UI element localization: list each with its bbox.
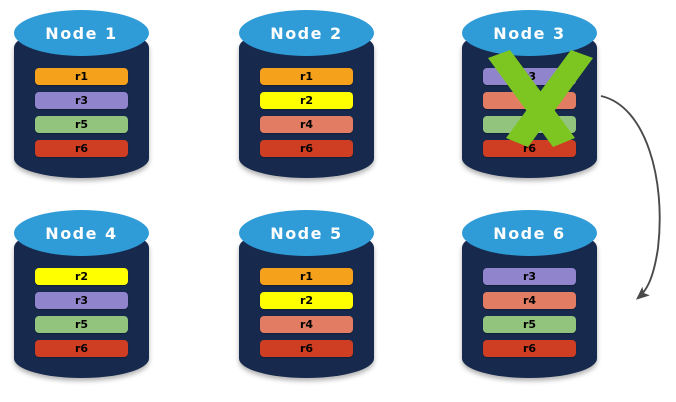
record-row: r1 [35, 68, 128, 85]
cylinder-top [239, 10, 374, 56]
record-row: r6 [483, 140, 576, 157]
cylinder-top [462, 10, 597, 56]
record-row: r1 [260, 68, 353, 85]
node-1-records: r1 r3 r5 r6 [35, 68, 128, 164]
record-row: r6 [35, 340, 128, 357]
node-2-records: r1 r2 r4 r6 [260, 68, 353, 164]
node-1[interactable]: Node 1 r1 r3 r5 r6 [14, 10, 149, 182]
record-row: r3 [483, 68, 576, 85]
node-4[interactable]: Node 4 r2 r3 r5 r6 [14, 210, 149, 382]
record-row: r4 [483, 292, 576, 309]
node-1-label: Node 1 [45, 23, 118, 43]
record-row: r5 [483, 316, 576, 333]
record-row: r6 [260, 340, 353, 357]
record-row: r3 [35, 92, 128, 109]
record-row: r2 [260, 292, 353, 309]
record-row: r2 [260, 92, 353, 109]
failover-arrow-path [600, 95, 661, 300]
node-3[interactable]: Node 3 r3 r4 r5 r6 [462, 10, 597, 182]
record-row: r2 [35, 268, 128, 285]
record-row: r3 [483, 268, 576, 285]
node-5-records: r1 r2 r4 r6 [260, 268, 353, 364]
node-6[interactable]: Node 6 r3 r4 r5 r6 [462, 210, 597, 382]
cylinder-top [239, 210, 374, 256]
record-row: r6 [483, 340, 576, 357]
node-5-label: Node 5 [270, 223, 343, 243]
record-row: r4 [260, 316, 353, 333]
node-2-label: Node 2 [270, 23, 343, 43]
node-6-label: Node 6 [493, 223, 566, 243]
record-row: r5 [35, 116, 128, 133]
record-row: r5 [35, 316, 128, 333]
cylinder-top [14, 210, 149, 256]
node-6-records: r3 r4 r5 r6 [483, 268, 576, 364]
record-row: r1 [260, 268, 353, 285]
node-3-records: r3 r4 r5 r6 [483, 68, 576, 164]
node-5[interactable]: Node 5 r1 r2 r4 r6 [239, 210, 374, 382]
node-4-label: Node 4 [45, 223, 118, 243]
cylinder-top [462, 210, 597, 256]
node-3-label: Node 3 [493, 23, 566, 43]
record-row: r6 [35, 140, 128, 157]
record-row: r4 [260, 116, 353, 133]
record-row: r3 [35, 292, 128, 309]
cylinder-top [14, 10, 149, 56]
record-row: r5 [483, 116, 576, 133]
record-row: r6 [260, 140, 353, 157]
record-row: r4 [483, 92, 576, 109]
node-4-records: r2 r3 r5 r6 [35, 268, 128, 364]
node-2[interactable]: Node 2 r1 r2 r4 r6 [239, 10, 374, 182]
